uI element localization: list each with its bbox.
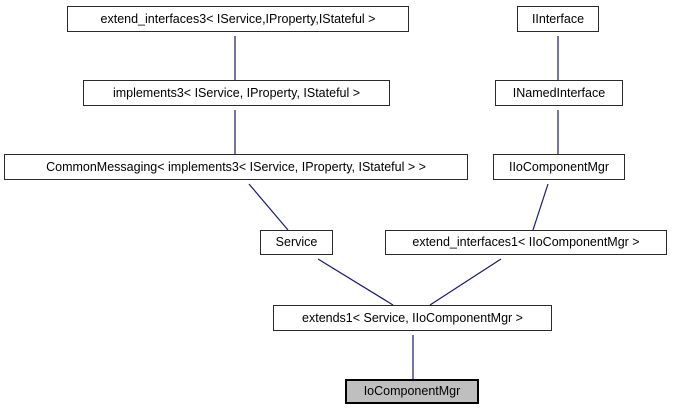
node-extends1[interactable]: extends1< Service, IIoComponentMgr > <box>273 305 552 331</box>
node-implements3[interactable]: implements3< IService, IProperty, IState… <box>83 80 390 106</box>
node-extend-interfaces3[interactable]: extend_interfaces3< IService,IProperty,I… <box>67 6 409 32</box>
node-service[interactable]: Service <box>260 230 333 255</box>
node-commonmessaging[interactable]: CommonMessaging< implements3< IService, … <box>4 154 468 180</box>
node-inamedinterface[interactable]: INamedInterface <box>495 80 623 106</box>
arrow-service-to-commonmessaging <box>248 183 289 231</box>
node-iinterface[interactable]: IInterface <box>517 6 599 32</box>
node-extend-interfaces1[interactable]: extend_interfaces1< IIoComponentMgr > <box>385 230 667 255</box>
node-iocomponentmgr-current: IoComponentMgr <box>345 379 479 404</box>
arrow-extends1-to-service <box>317 258 394 306</box>
node-iiocomponentmgr[interactable]: IIoComponentMgr <box>493 154 625 180</box>
arrow-extend-interfaces1-to-iiocomponentmgr <box>532 183 549 231</box>
arrow-extends1-to-extend-interfaces1 <box>429 258 502 306</box>
